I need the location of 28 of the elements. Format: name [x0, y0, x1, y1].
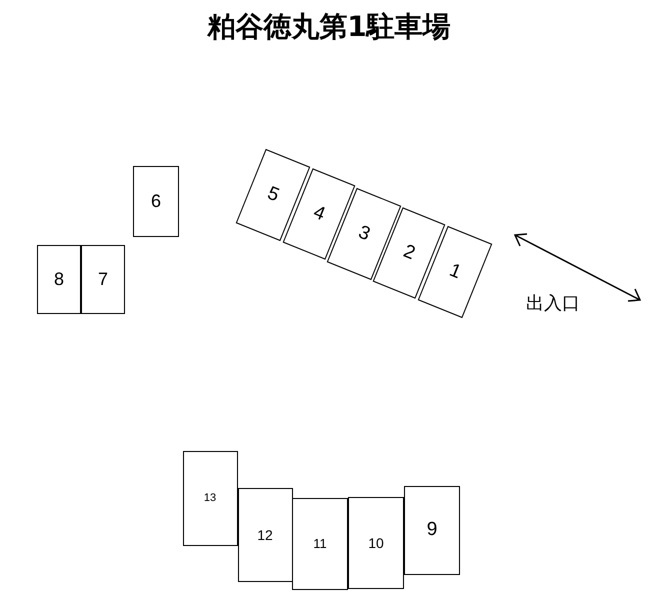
space-number: 5	[263, 182, 284, 208]
space-number: 7	[98, 268, 108, 290]
parking-space	[81, 244, 125, 314]
parking-space	[372, 207, 446, 299]
parking-space	[37, 244, 81, 314]
space-number: 11	[313, 535, 327, 554]
space-number: 13	[204, 490, 216, 506]
title: 粕谷徳丸第1駐車場	[206, 9, 452, 45]
entrance-label: 出入口	[526, 292, 580, 316]
parking-space	[292, 498, 348, 590]
parking-space	[282, 168, 356, 260]
space-number: 12	[257, 526, 273, 544]
space-number: 8	[54, 268, 64, 290]
parking-space	[238, 488, 292, 582]
parking-space	[133, 166, 179, 236]
parking-space	[236, 148, 310, 242]
parking-space	[404, 486, 460, 574]
space-number: 9	[426, 518, 438, 542]
space-number: 3	[354, 220, 374, 248]
space-number: 4	[309, 200, 330, 228]
parking-space	[418, 226, 492, 318]
space-number: 6	[150, 190, 161, 212]
space-number: 2	[399, 240, 420, 266]
space-number: 1	[445, 258, 466, 286]
parking-space	[348, 497, 404, 589]
parking-space	[326, 188, 402, 280]
space-number: 10	[368, 534, 384, 552]
parking-space	[182, 450, 238, 546]
